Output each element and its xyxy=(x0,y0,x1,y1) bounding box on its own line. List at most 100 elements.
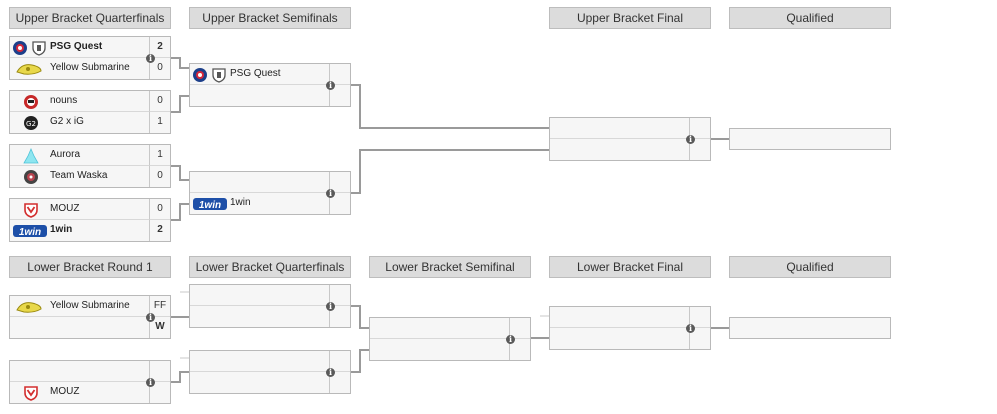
team-slot[interactable] xyxy=(190,351,330,372)
team-slot[interactable]: nouns xyxy=(10,91,150,112)
match-info-icon[interactable]: i xyxy=(506,335,515,344)
team-score: 1 xyxy=(149,112,170,133)
team-name: Yellow Submarine xyxy=(50,300,130,311)
team-slot[interactable]: Yellow Submarine xyxy=(10,58,150,79)
team-score xyxy=(509,318,530,339)
team-name: 1win xyxy=(230,197,251,208)
team-slot[interactable] xyxy=(190,372,330,393)
mouz-logo-icon xyxy=(24,203,38,218)
team-name: MOUZ xyxy=(50,203,80,214)
match-ubqf-3[interactable]: Aurora Team Waska 1 0 xyxy=(9,144,171,188)
team-score xyxy=(329,85,350,106)
team-score xyxy=(329,64,350,85)
team-name: Team Waska xyxy=(50,170,108,181)
team-slot[interactable] xyxy=(550,307,690,328)
match-info-icon[interactable]: i xyxy=(146,313,155,322)
team-slot[interactable] xyxy=(550,328,690,349)
header-lb-round1: Lower Bracket Round 1 xyxy=(9,256,171,278)
yellow-submarine-logo-icon xyxy=(16,302,42,313)
lb-qualified-slot[interactable] xyxy=(729,317,891,339)
team-slot[interactable] xyxy=(190,85,330,106)
team-slot[interactable]: PSG Quest xyxy=(190,64,330,85)
match-info-icon[interactable]: i xyxy=(686,135,695,144)
team-score: 0 xyxy=(149,199,170,220)
match-lb-semifinal[interactable]: i xyxy=(369,317,531,361)
team-slot[interactable] xyxy=(550,139,690,160)
psg-logo-icon xyxy=(193,68,207,82)
team-slot[interactable] xyxy=(550,118,690,139)
team-score xyxy=(689,139,710,160)
team-slot[interactable]: MOUZ xyxy=(10,199,150,220)
team-score: 0 xyxy=(149,166,170,187)
team-slot[interactable] xyxy=(10,361,150,382)
match-lbqf-1[interactable]: i xyxy=(189,284,351,328)
team-score: W xyxy=(149,317,170,338)
match-info-icon[interactable]: i xyxy=(326,81,335,90)
header-ub-quarterfinals: Upper Bracket Quarterfinals xyxy=(9,7,171,29)
team-score xyxy=(329,306,350,327)
team-slot[interactable]: G2 G2 x iG xyxy=(10,112,150,133)
match-info-icon[interactable]: i xyxy=(326,368,335,377)
team-score: 2 xyxy=(149,220,170,241)
team-name: 1win xyxy=(50,224,73,235)
match-ubqf-4[interactable]: MOUZ 1win 1win 0 2 xyxy=(9,198,171,242)
1win-logo-icon: 1win xyxy=(13,225,47,238)
quest-shield-icon xyxy=(32,41,46,56)
team-slot[interactable]: Aurora xyxy=(10,145,150,166)
1win-logo-icon: 1win xyxy=(193,198,227,211)
match-lbr1-2[interactable]: MOUZ i xyxy=(9,360,171,404)
team-slot[interactable] xyxy=(370,318,510,339)
svg-text:1win: 1win xyxy=(199,200,221,211)
team-waska-logo-icon xyxy=(24,170,38,184)
match-info-icon[interactable]: i xyxy=(326,302,335,311)
match-ubsf-2[interactable]: 1win 1win i xyxy=(189,171,351,215)
team-score xyxy=(149,382,170,403)
psg-logo-icon xyxy=(13,41,27,55)
yellow-submarine-logo-icon xyxy=(16,64,42,75)
match-lb-final[interactable]: i xyxy=(549,306,711,350)
match-info-icon[interactable]: i xyxy=(146,378,155,387)
team-name: Yellow Submarine xyxy=(50,62,130,73)
match-ubqf-1[interactable]: PSG Quest Yellow Submarine 2 0 i xyxy=(9,36,171,80)
quest-shield-icon xyxy=(212,68,226,83)
team-slot[interactable]: Yellow Submarine xyxy=(10,296,150,317)
team-slot[interactable]: Team Waska xyxy=(10,166,150,187)
svg-text:1win: 1win xyxy=(19,227,41,238)
team-name: MOUZ xyxy=(50,386,80,397)
team-name: G2 x iG xyxy=(50,116,84,127)
header-ub-final: Upper Bracket Final xyxy=(549,7,711,29)
team-score xyxy=(329,193,350,214)
match-info-icon[interactable]: i xyxy=(686,324,695,333)
team-slot[interactable]: PSG Quest xyxy=(10,37,150,58)
match-ub-final[interactable]: i xyxy=(549,117,711,161)
team-slot[interactable]: 1win 1win xyxy=(190,193,330,214)
match-lbr1-1[interactable]: Yellow Submarine FF W i xyxy=(9,295,171,339)
header-ub-qualified: Qualified xyxy=(729,7,891,29)
team-name: PSG Quest xyxy=(230,68,281,79)
team-slot[interactable]: 1win 1win xyxy=(10,220,150,241)
ub-qualified-slot[interactable] xyxy=(729,128,891,150)
nouns-logo-icon xyxy=(24,95,38,109)
match-lbqf-2[interactable]: i xyxy=(189,350,351,394)
team-score xyxy=(509,339,530,360)
team-name: PSG Quest xyxy=(50,41,103,52)
match-ubsf-1[interactable]: PSG Quest i xyxy=(189,63,351,107)
header-lb-final: Lower Bracket Final xyxy=(549,256,711,278)
team-score xyxy=(329,172,350,193)
team-slot[interactable] xyxy=(190,306,330,327)
aurora-logo-icon xyxy=(23,148,39,164)
match-info-icon[interactable]: i xyxy=(326,189,335,198)
team-name: nouns xyxy=(50,95,78,106)
team-slot[interactable] xyxy=(370,339,510,360)
match-ubqf-2[interactable]: nouns G2 G2 x iG 0 1 xyxy=(9,90,171,134)
match-info-icon[interactable]: i xyxy=(146,54,155,63)
team-slot[interactable]: MOUZ xyxy=(10,382,150,403)
team-slot[interactable] xyxy=(190,172,330,193)
header-ub-semifinals: Upper Bracket Semifinals xyxy=(189,7,351,29)
team-score: 2 xyxy=(149,37,170,58)
team-slot[interactable] xyxy=(10,317,150,338)
team-slot[interactable] xyxy=(190,285,330,306)
svg-text:G2: G2 xyxy=(26,120,36,128)
team-score xyxy=(329,285,350,306)
